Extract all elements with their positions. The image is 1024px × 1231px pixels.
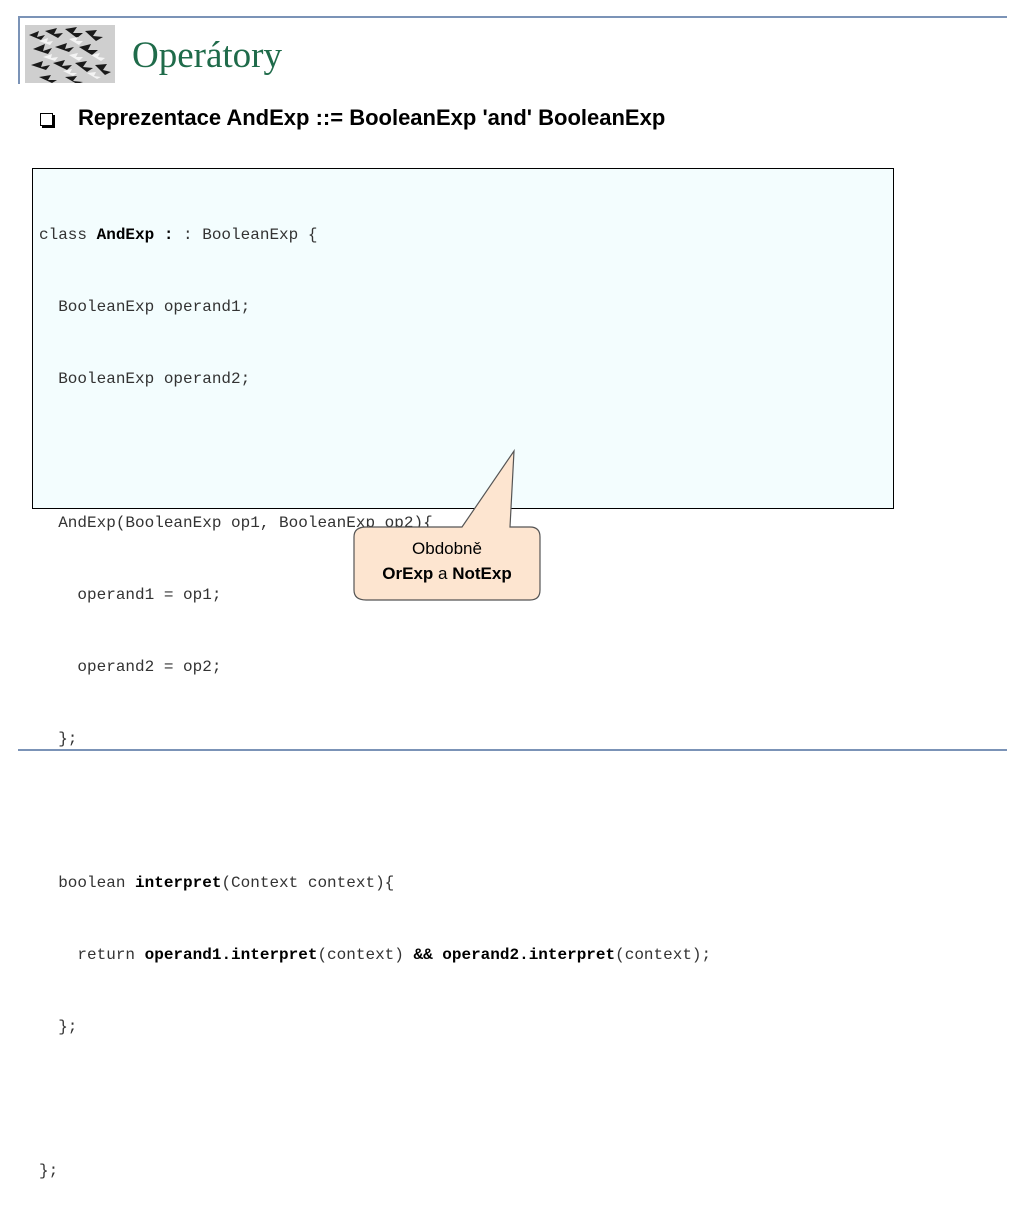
code-line: class AndExp : : BooleanExp {: [39, 226, 318, 244]
code-line: };: [39, 1018, 78, 1036]
code-line: AndExp(BooleanExp op1, BooleanExp op2){: [39, 514, 433, 532]
checkbox-bullet-icon: [40, 112, 53, 126]
callout-line2: OrExp a NotExp: [382, 564, 512, 583]
bullet-text: Reprezentace AndExp ::= BooleanExp 'and'…: [78, 105, 666, 130]
header-rule: [18, 16, 1007, 18]
footer-rule: [18, 749, 1007, 751]
callout-note: Obdobně OrExp a NotExp: [354, 536, 540, 586]
logo-image: [25, 25, 115, 83]
code-line-blank: [39, 1087, 711, 1111]
callout-line1: Obdobně: [412, 539, 482, 558]
code-line: boolean interpret(Context context){: [39, 874, 395, 892]
code-line-blank: [39, 799, 711, 823]
code-line: BooleanExp operand2;: [39, 370, 251, 388]
bullet-item: Reprezentace AndExp ::= BooleanExp 'and'…: [40, 103, 665, 133]
code-block: class AndExp : : BooleanExp { BooleanExp…: [32, 168, 894, 1180]
code-line: };: [39, 730, 78, 748]
header-side-rule: [18, 16, 20, 84]
slide-title: Operátory: [132, 35, 282, 76]
code-listing: class AndExp : : BooleanExp { BooleanExp…: [39, 175, 711, 1231]
code-line: operand1 = op1;: [39, 586, 222, 604]
code-line-blank: [39, 439, 711, 463]
code-line: operand2 = op2;: [39, 658, 222, 676]
code-line: };: [39, 1162, 59, 1180]
code-line: BooleanExp operand1;: [39, 298, 251, 316]
code-line: return operand1.interpret(context) && op…: [39, 946, 712, 964]
